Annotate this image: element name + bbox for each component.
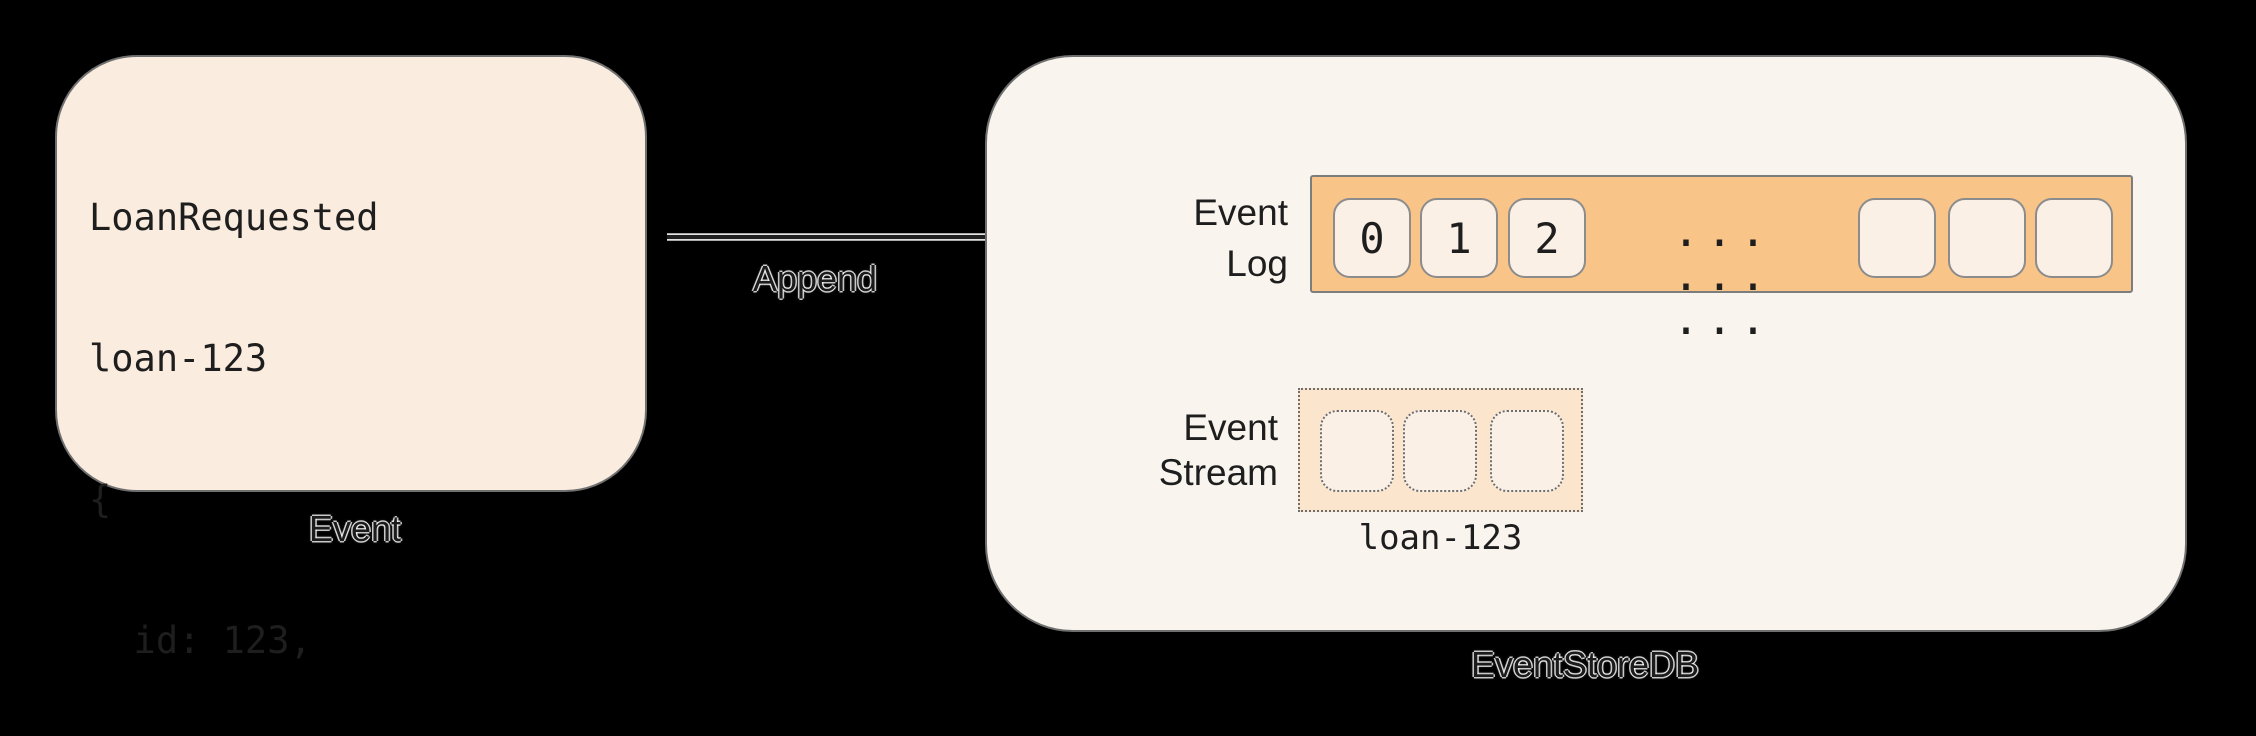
eventstoredb-card xyxy=(985,55,2187,632)
log-cell-1: 1 xyxy=(1420,198,1498,278)
code-line: loan-123 xyxy=(89,337,268,380)
log-cell-2: 2 xyxy=(1508,198,1586,278)
event-log-bar: 0 1 2 ... ... ... xyxy=(1310,175,2133,342)
event-caption: Event xyxy=(308,508,402,549)
append-label: Append xyxy=(752,258,878,299)
event-log-label: Event Log xyxy=(1090,187,1288,289)
stream-cell-empty xyxy=(1320,410,1394,492)
event-stream-label-line1: Event xyxy=(1183,407,1278,448)
code-line: { xyxy=(89,478,112,521)
event-log-label-line1: Event xyxy=(1193,192,1288,233)
event-stream-label-line2: Stream xyxy=(1158,452,1278,493)
stream-name-label: loan-123 xyxy=(1358,518,1523,558)
stream-cell-empty xyxy=(1403,410,1477,492)
code-line: id: 123, xyxy=(89,619,312,662)
event-log-label-line2: Log xyxy=(1226,243,1288,284)
event-stream-label: Event Stream xyxy=(1060,405,1278,495)
stream-cell-empty xyxy=(1490,410,1564,492)
log-cell-empty xyxy=(2035,198,2113,278)
event-code-block: LoanRequested loan-123 { id: 123, amount… xyxy=(89,100,601,736)
eventstoredb-caption: EventStoreDB xyxy=(1470,644,1700,685)
log-cell-empty xyxy=(1948,198,2026,278)
log-ellipsis-dots: ... ... ... xyxy=(1672,206,1774,345)
code-line: LoanRequested xyxy=(89,196,379,239)
log-cell-0: 0 xyxy=(1333,198,1411,278)
log-cell-empty xyxy=(1858,198,1936,278)
event-card: LoanRequested loan-123 { id: 123, amount… xyxy=(55,55,647,662)
event-stream-box xyxy=(1298,388,1583,512)
